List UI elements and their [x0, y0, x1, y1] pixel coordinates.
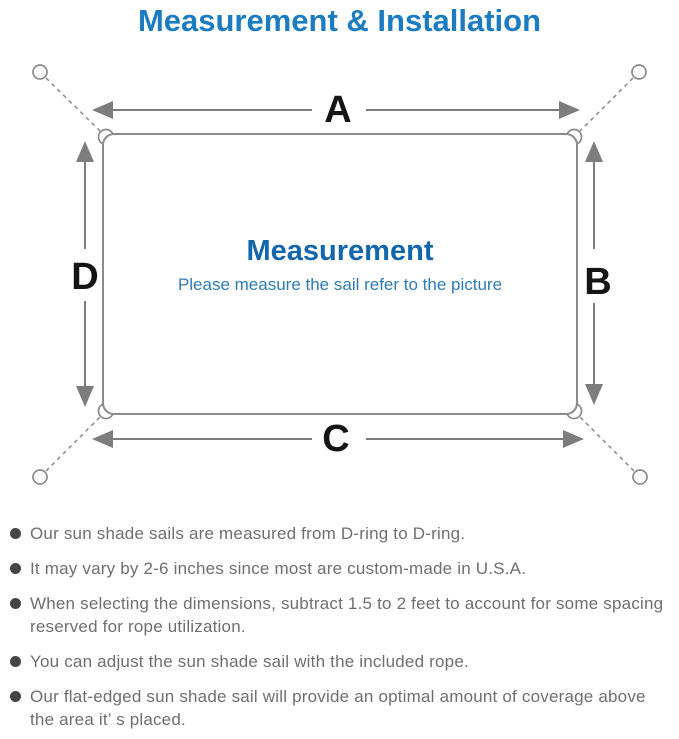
rope-dashed-bottom-right	[579, 416, 635, 472]
sail-outline	[102, 133, 578, 415]
bullet-dot-icon	[10, 563, 21, 574]
measurement-notes-list: Our sun shade sails are measured from D-…	[0, 522, 679, 739]
rope-dashed-top-left	[45, 77, 101, 132]
note-text: Our sun shade sails are measured from D-…	[30, 524, 466, 543]
anchor-point-bottom-right	[632, 469, 648, 485]
list-item: When selecting the dimensions, subtract …	[10, 592, 673, 638]
page-title: Measurement & Installation	[137, 3, 542, 38]
dimension-label-d: D	[71, 256, 99, 298]
note-text: Our flat-edged sun shade sail will provi…	[30, 687, 646, 729]
anchor-point-top-left	[32, 64, 48, 80]
sail-diagram-canvas	[32, 64, 648, 485]
anchor-point-bottom-left	[32, 469, 48, 485]
dimension-label-c: C	[322, 418, 350, 460]
list-item: It may vary by 2-6 inches since most are…	[10, 557, 673, 580]
sail-measurement-diagram: A B C D Measurement Please measure the s…	[0, 39, 679, 504]
sail-center-text: Measurement Please measure the sail refe…	[103, 235, 577, 295]
note-text: It may vary by 2-6 inches since most are…	[30, 559, 527, 578]
bullet-dot-icon	[10, 691, 21, 702]
measurement-subtitle: Please measure the sail refer to the pic…	[177, 275, 503, 294]
list-item: You can adjust the sun shade sail with t…	[10, 650, 673, 673]
bullet-dot-icon	[10, 528, 21, 539]
measurement-heading: Measurement	[246, 235, 434, 267]
bullet-dot-icon	[10, 656, 21, 667]
list-item: Our sun shade sails are measured from D-…	[10, 522, 673, 545]
dimension-label-a: A	[324, 89, 352, 131]
list-item: Our flat-edged sun shade sail will provi…	[10, 685, 673, 731]
rope-dashed-bottom-left	[45, 416, 101, 472]
anchor-point-top-right	[631, 64, 647, 80]
note-text: You can adjust the sun shade sail with t…	[30, 652, 469, 671]
bullet-dot-icon	[10, 598, 21, 609]
note-text: When selecting the dimensions, subtract …	[30, 594, 664, 636]
rope-dashed-top-right	[579, 77, 634, 132]
dimension-label-b: B	[584, 261, 612, 303]
